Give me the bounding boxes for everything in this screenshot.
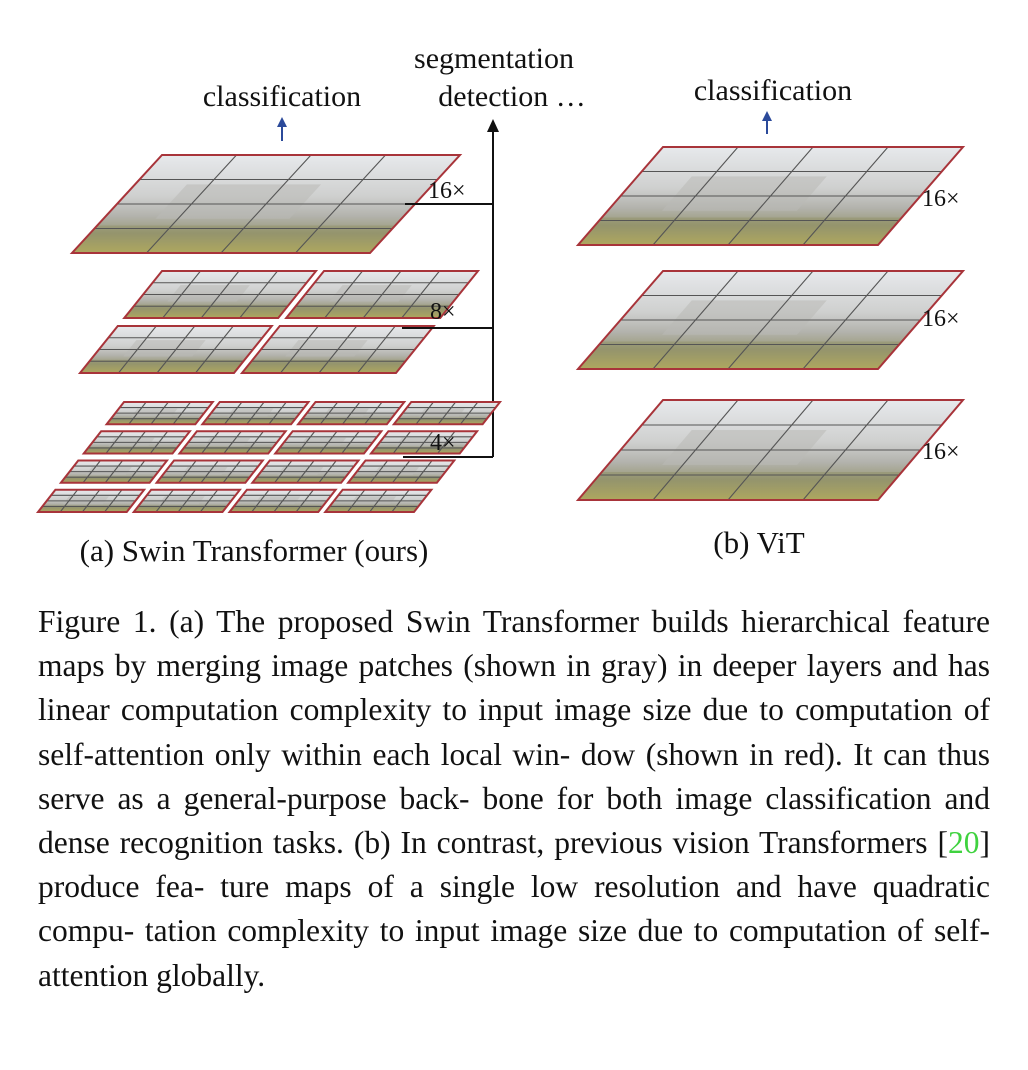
swin-8x-label: 8× [430,299,456,325]
swin-4x-window-3-1 [200,401,311,426]
swin-4x-label: 4× [430,430,456,456]
swin-4x-window-0-3 [323,488,434,513]
swin-4x-window-3-2 [296,401,407,426]
swin-4x-window-2-0 [81,430,192,455]
swin-4x-window-1-0 [58,459,170,484]
figure-diagram: classification segmentation detection … … [35,42,966,568]
vit-middle-window-0-0 [575,270,966,370]
swin-stage-4x: 4× [35,401,503,513]
vit-classification-arrow [762,111,772,134]
swin-4x-window-2-1 [177,430,288,455]
swin-panel: classification segmentation detection … … [35,42,586,568]
swin-4x-window-0-0 [35,488,147,513]
swin-4x-window-0-2 [227,488,338,513]
swin-4x-window-1-1 [154,459,265,484]
swin-8x-window-0-1 [239,325,436,374]
caption-text-part2: ] produce fea- ture maps of a single low… [38,825,990,993]
vit-layer-bottom: 16× [575,399,966,501]
swin-4x-window-3-0 [104,401,215,426]
swin-16x-window-0-0 [69,154,463,254]
segmentation-label: segmentation [414,42,574,75]
vit-layer-middle: 16× [575,270,966,370]
swin-4x-window-2-2 [273,430,384,455]
swin-4x-window-3-3 [391,401,503,426]
caption-text-part1: Figure 1. (a) The proposed Swin Transfor… [38,604,990,861]
detection-label: detection … [438,80,585,113]
swin-8x-window-1-0 [122,270,319,319]
vit-subcaption: (b) ViT [713,525,804,560]
vit-layer-top: 16× [575,146,966,246]
swin-4x-window-2-3 [368,430,480,455]
figure-caption: Figure 1. (a) The proposed Swin Transfor… [38,600,990,998]
swin-8x-window-0-0 [77,325,274,374]
vit-top-scale-label: 16× [922,186,960,212]
vit-bottom-window-0-0 [575,399,966,501]
swin-4x-window-1-2 [250,459,361,484]
vit-bottom-scale-label: 16× [922,439,960,465]
vit-classification-label: classification [694,74,852,107]
swin-subcaption: (a) Swin Transformer (ours) [80,533,429,568]
swin-stage-8x: 8× [77,270,493,374]
vit-top-window-0-0 [575,146,966,246]
swin-8x-window-1-1 [284,270,481,319]
swin-4x-window-0-1 [131,488,242,513]
swin-classification-label: classification [203,80,361,113]
swin-stage-16x: 16× [69,154,493,254]
vit-panel: classification 16× 16× 16× (b) ViT [575,74,966,560]
citation-link[interactable]: 20 [948,825,980,861]
swin-16x-label: 16× [428,178,466,204]
swin-classification-arrow [277,117,287,141]
vit-middle-scale-label: 16× [922,306,960,332]
swin-4x-window-1-3 [346,459,457,484]
